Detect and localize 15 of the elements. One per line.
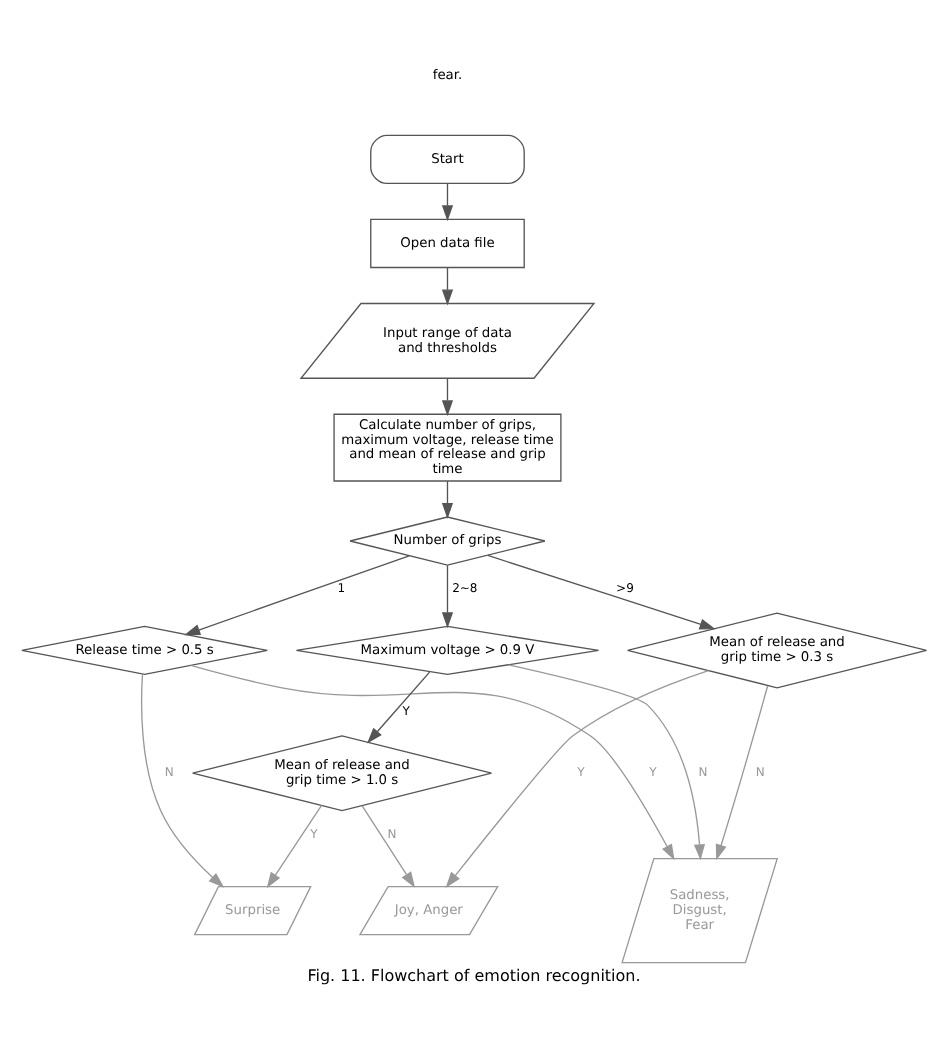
arrow [441,479,454,518]
arrow [361,804,416,887]
arrow [441,182,454,221]
arrow [140,672,225,887]
arrow [715,684,769,860]
arrow [184,554,410,635]
arrow [507,663,706,860]
arrow [367,670,431,743]
arrow [266,803,323,888]
arrow [190,663,675,860]
arrow [441,563,454,628]
arrow [487,553,716,629]
arrow [445,669,710,887]
arrow [441,376,454,416]
arrow [441,266,454,305]
